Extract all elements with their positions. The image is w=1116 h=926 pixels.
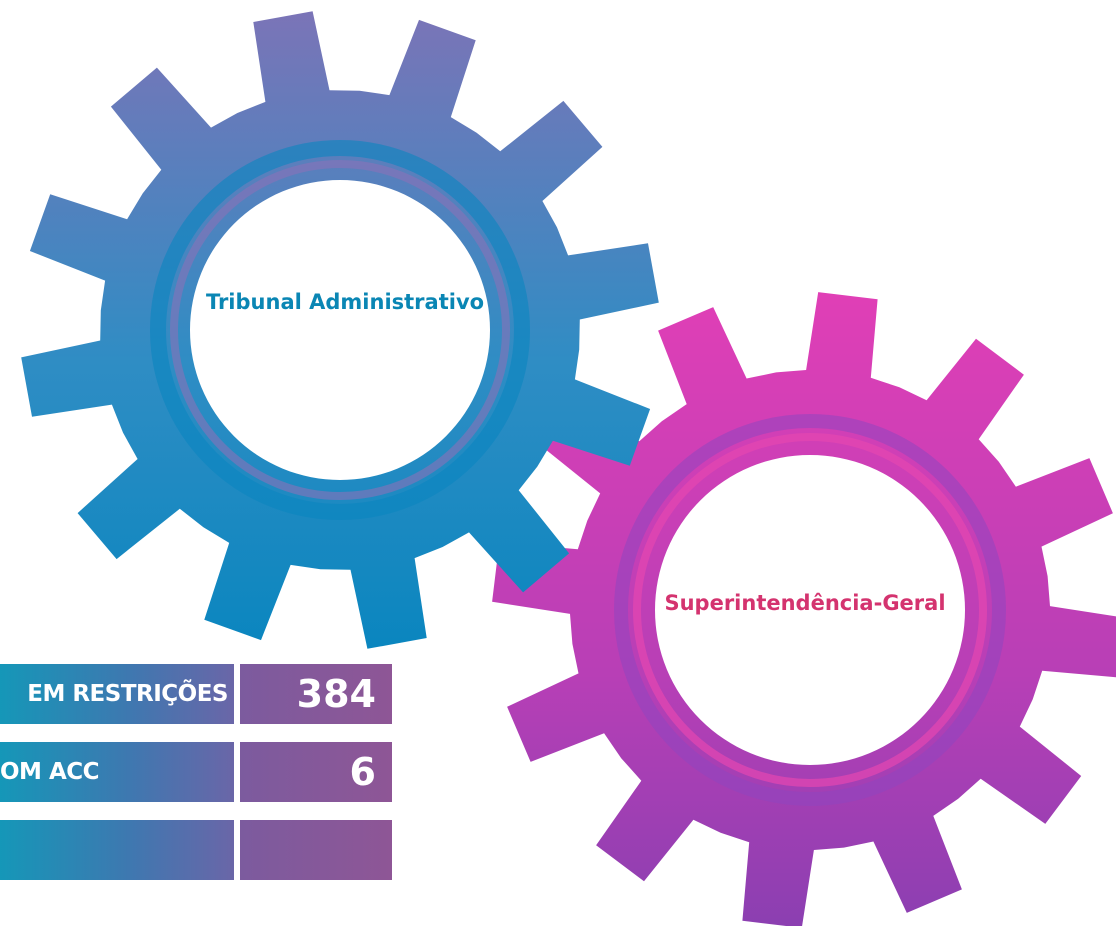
stats-row-label	[0, 820, 234, 880]
stats-row-value: 384	[240, 664, 392, 724]
gear-label-superintendencia: Superintendência-Geral	[664, 591, 946, 615]
stats-row-value: 6	[240, 742, 392, 802]
gear-superintendencia	[492, 292, 1116, 926]
gear-tribunal	[21, 11, 659, 649]
stats-row-label: EM RESTRIÇÕES	[0, 664, 234, 724]
stats-row-value	[240, 820, 392, 880]
gear-label-tribunal: Tribunal Administrativo	[205, 290, 485, 314]
stats-row-label: OM ACC	[0, 742, 234, 802]
